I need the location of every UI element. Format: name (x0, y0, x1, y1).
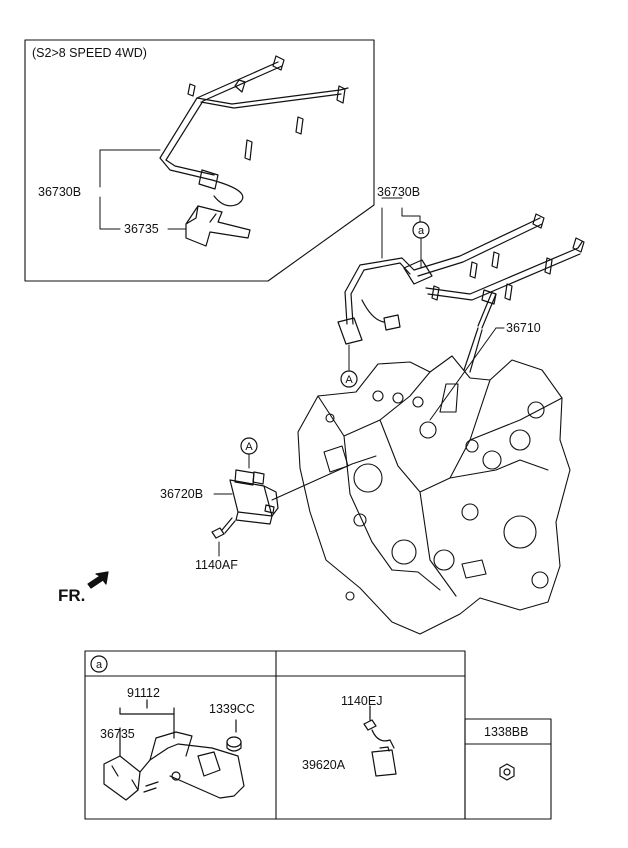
inset-bracket-label: 36735 (124, 222, 159, 236)
marker-circle-table (90, 655, 108, 673)
main-leaders (213, 197, 505, 557)
table-bolt-ej-label: 1140EJ (341, 694, 383, 708)
inset-harness-drawing (159, 55, 349, 247)
sensor-label: 36710 (506, 321, 541, 335)
main-harness-drawing (337, 213, 585, 373)
engine-block-drawing (297, 355, 571, 635)
bolt-drawing (211, 517, 236, 539)
marker-circle-A-lower (240, 437, 258, 455)
parts-table-grid (84, 650, 552, 820)
table-nut-cc-drawing (226, 719, 242, 752)
table-bracket-drawing (103, 699, 245, 801)
module-label: 36720B (160, 487, 204, 501)
inset-frame (24, 39, 375, 282)
marker-circle-A-upper (340, 370, 358, 388)
table-sensor-unit-drawing (363, 705, 397, 777)
table-sensor-unit-label: 39620A (302, 758, 346, 772)
inset-leaders (99, 149, 187, 230)
module-drawing (229, 469, 279, 525)
inset-note: (S2>8 SPEED 4WD) (32, 46, 147, 60)
front-label: FR. (58, 586, 86, 605)
marker-table: a (96, 659, 103, 671)
table-bracket-group-label: 91112 (127, 686, 160, 700)
table-nut-cc-label: 1339CC (209, 702, 255, 716)
table-bracket-label: 36735 (100, 727, 135, 741)
marker-circle-a-lower (412, 221, 430, 239)
marker-a-lower: a (418, 225, 425, 237)
front-arrow-icon (87, 571, 109, 589)
table-nut-bb-drawing (499, 763, 515, 781)
marker-A-upper: A (345, 374, 353, 386)
marker-A-lower: A (245, 441, 253, 453)
main-harness-label: 36730B (377, 185, 421, 199)
bolt-label: 1140AF (195, 558, 238, 572)
inset-harness-label: 36730B (38, 185, 82, 199)
table-header-bb: 1338BB (484, 725, 529, 739)
